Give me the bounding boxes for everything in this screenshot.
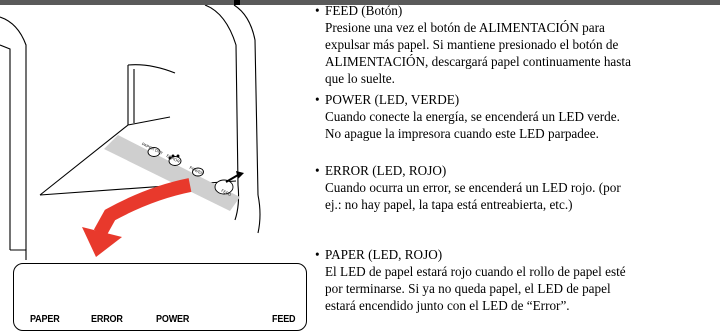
panel-label-error: ERROR (91, 313, 123, 325)
error-led-printer (168, 156, 182, 166)
feed-arrow-small (225, 174, 239, 183)
item-desc-power: Cuando conecte la energía, se encenderá … (325, 109, 620, 141)
panel-label-power: POWER (156, 313, 190, 325)
panel-label-paper: PAPER (30, 313, 60, 325)
bullet: • (315, 92, 320, 107)
feed-button-printer (214, 179, 234, 195)
control-panel-closeup: PAPER ERROR POWER FEED (13, 263, 307, 331)
printer-illustration: PAPER OUT ERROR POWER FEED PAPER ERROR P… (0, 5, 310, 333)
item-desc-paper: El LED de papel estará rojo cuando el ro… (325, 264, 626, 313)
panel-label-feed: FEED (272, 313, 296, 325)
red-arrow-shaft (93, 178, 192, 237)
item-power: • POWER (LED, VERDE) Cuando conecte la en… (315, 92, 715, 142)
bullet: • (315, 247, 320, 262)
printer-body (0, 5, 261, 250)
item-title-power: POWER (LED, VERDE) (325, 92, 460, 107)
item-error: • ERROR (LED, ROJO) Cuando ocurra un erro… (315, 163, 715, 213)
label-strip (104, 135, 240, 211)
bullet: • (315, 163, 320, 178)
paper-led-printer (147, 147, 161, 157)
red-arrow-head (82, 227, 122, 257)
item-feed: • FEED (Botón) Presione una vez el botón … (315, 3, 715, 87)
top-rule (0, 0, 720, 5)
item-title-paper: PAPER (LED, ROJO) (325, 247, 443, 262)
item-title-feed: FEED (Botón) (325, 3, 403, 18)
item-desc-error: Cuando ocurra un error, se encenderá un … (325, 180, 621, 212)
item-paper: • PAPER (LED, ROJO) El LED de papel estar… (315, 247, 715, 314)
power-led-printer (192, 167, 204, 177)
item-title-error: ERROR (LED, ROJO) (325, 163, 447, 178)
top-rule-marker (234, 0, 240, 5)
bullet: • (315, 3, 320, 18)
item-desc-feed: Presione una vez el botón de ALIMENTACIÓ… (325, 20, 631, 86)
